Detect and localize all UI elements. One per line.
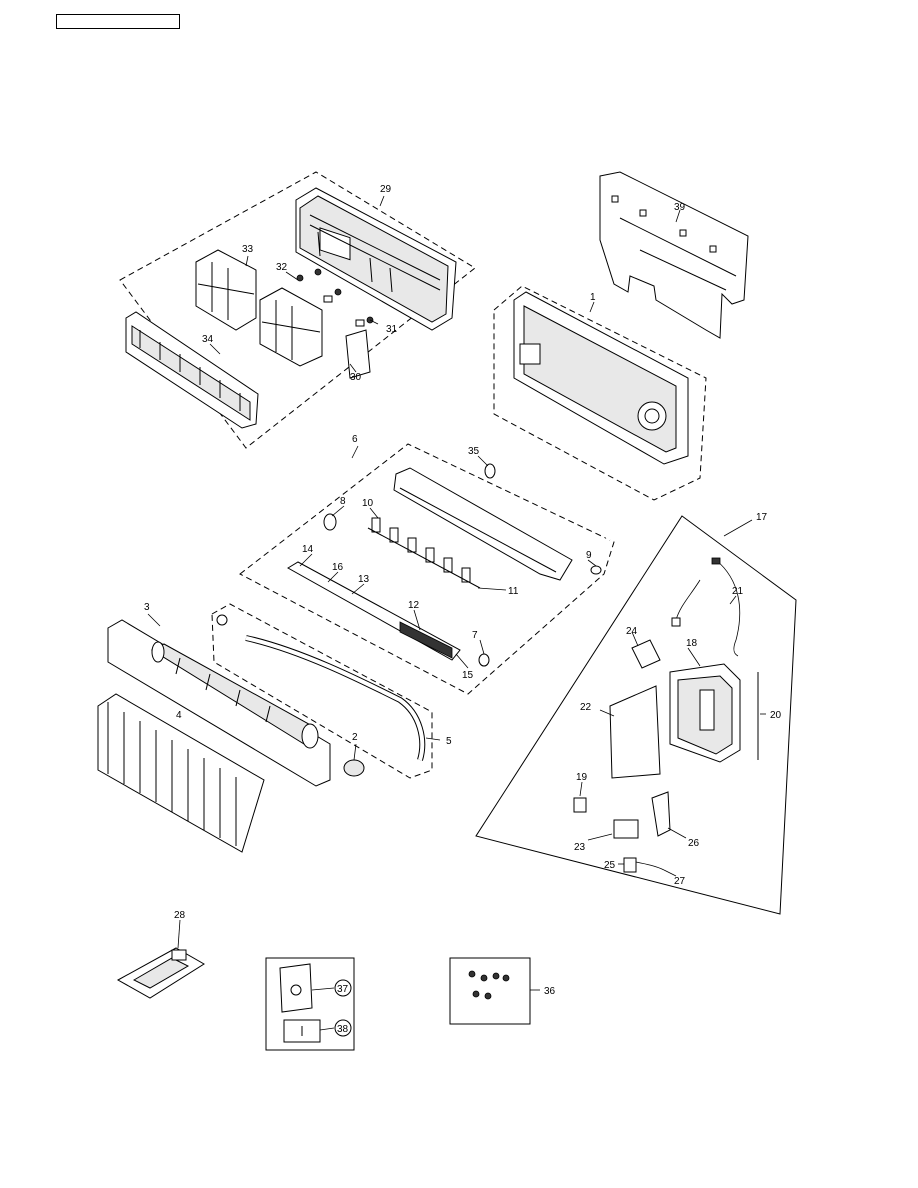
callout-2: 2 — [352, 732, 358, 743]
part-17-electronics-group — [475, 515, 797, 915]
callout-17: 17 — [756, 512, 768, 523]
part-26-holder — [651, 791, 671, 837]
callout-34: 34 — [202, 334, 214, 345]
callout-1: 1 — [590, 292, 596, 303]
callout-labels: 29 39 33 32 1 31 34 30 6 35 8 10 9 11 14… — [144, 184, 782, 1035]
fan-heat-exchanger-group — [97, 603, 433, 853]
callout-33: 33 — [242, 244, 254, 255]
part-10-11-vertical-vanes — [367, 517, 481, 589]
callout-5: 5 — [446, 736, 452, 747]
part-33-air-filters — [195, 249, 323, 367]
leader-lines — [147, 195, 766, 949]
callout-3: 3 — [144, 602, 150, 613]
part-5-pipe — [245, 636, 425, 761]
part-18-control-box — [669, 663, 741, 763]
part-7-bushing — [478, 653, 490, 667]
callout-8: 8 — [340, 496, 346, 507]
callout-11: 11 — [508, 586, 519, 597]
part-24-cover — [631, 639, 661, 669]
part-22-terminal-board — [609, 685, 661, 779]
callout-7: 7 — [472, 630, 478, 641]
part-3-fan-housing — [107, 619, 331, 787]
part-31-32-screws-clips — [296, 268, 374, 327]
part-23-pcb — [613, 819, 639, 839]
callout-31: 31 — [386, 324, 398, 335]
callout-14: 14 — [302, 544, 314, 555]
part-2-bearing — [343, 759, 365, 777]
front-panel-group — [119, 171, 476, 449]
callout-20: 20 — [770, 710, 782, 721]
callout-22: 22 — [580, 702, 592, 713]
callout-19: 19 — [576, 772, 588, 783]
part-21-sensor — [715, 559, 741, 657]
part-9-clip — [590, 565, 602, 575]
callout-18: 18 — [686, 638, 698, 649]
part-37-manual — [279, 963, 313, 1013]
part-6-louver-group — [239, 443, 615, 695]
part-36-screw-set — [449, 957, 540, 1025]
part-3-cross-flow-fan — [150, 641, 319, 749]
part-5-group-outline — [211, 603, 433, 779]
callout-36: 36 — [544, 986, 556, 997]
callout-26: 26 — [688, 838, 700, 849]
callout-30: 30 — [350, 372, 362, 383]
callout-23: 23 — [574, 842, 586, 853]
callout-16: 16 — [332, 562, 344, 573]
callout-28: 28 — [174, 910, 186, 921]
drain-pan — [393, 467, 573, 581]
callout-6: 6 — [352, 434, 358, 445]
callout-15: 15 — [462, 670, 474, 681]
part-19-bracket — [573, 797, 587, 813]
callout-38: 38 — [337, 1024, 349, 1035]
part-25-receiver — [623, 857, 637, 873]
callout-9: 9 — [586, 550, 592, 561]
callout-37: 37 — [337, 984, 349, 995]
callout-12: 12 — [408, 600, 420, 611]
callout-27: 27 — [674, 876, 686, 887]
part-4-evaporator — [97, 693, 265, 853]
callout-32: 32 — [276, 262, 288, 273]
part-28-remote-control — [116, 947, 205, 999]
electronics-group-outline — [475, 515, 797, 915]
callout-13: 13 — [358, 574, 370, 585]
chassis-outline — [493, 285, 707, 501]
manual-box — [265, 957, 355, 1051]
callout-25: 25 — [604, 860, 616, 871]
callout-21: 21 — [732, 586, 744, 597]
model-number-box — [56, 14, 180, 29]
part-34-intake-grille — [125, 311, 259, 429]
callout-35: 35 — [468, 446, 480, 457]
part-27-wire — [635, 861, 665, 871]
callout-39: 39 — [674, 202, 686, 213]
part-8-louver-motor — [323, 513, 337, 531]
part-30-nameplate — [345, 329, 371, 379]
callout-10: 10 — [362, 498, 374, 509]
callout-24: 24 — [626, 626, 638, 637]
part-39-mounting-plate — [599, 171, 749, 339]
callout-4: 4 — [176, 710, 182, 721]
callout-29: 29 — [380, 184, 392, 195]
part-29-front-grille — [295, 187, 457, 331]
part-1-chassis — [493, 285, 707, 501]
